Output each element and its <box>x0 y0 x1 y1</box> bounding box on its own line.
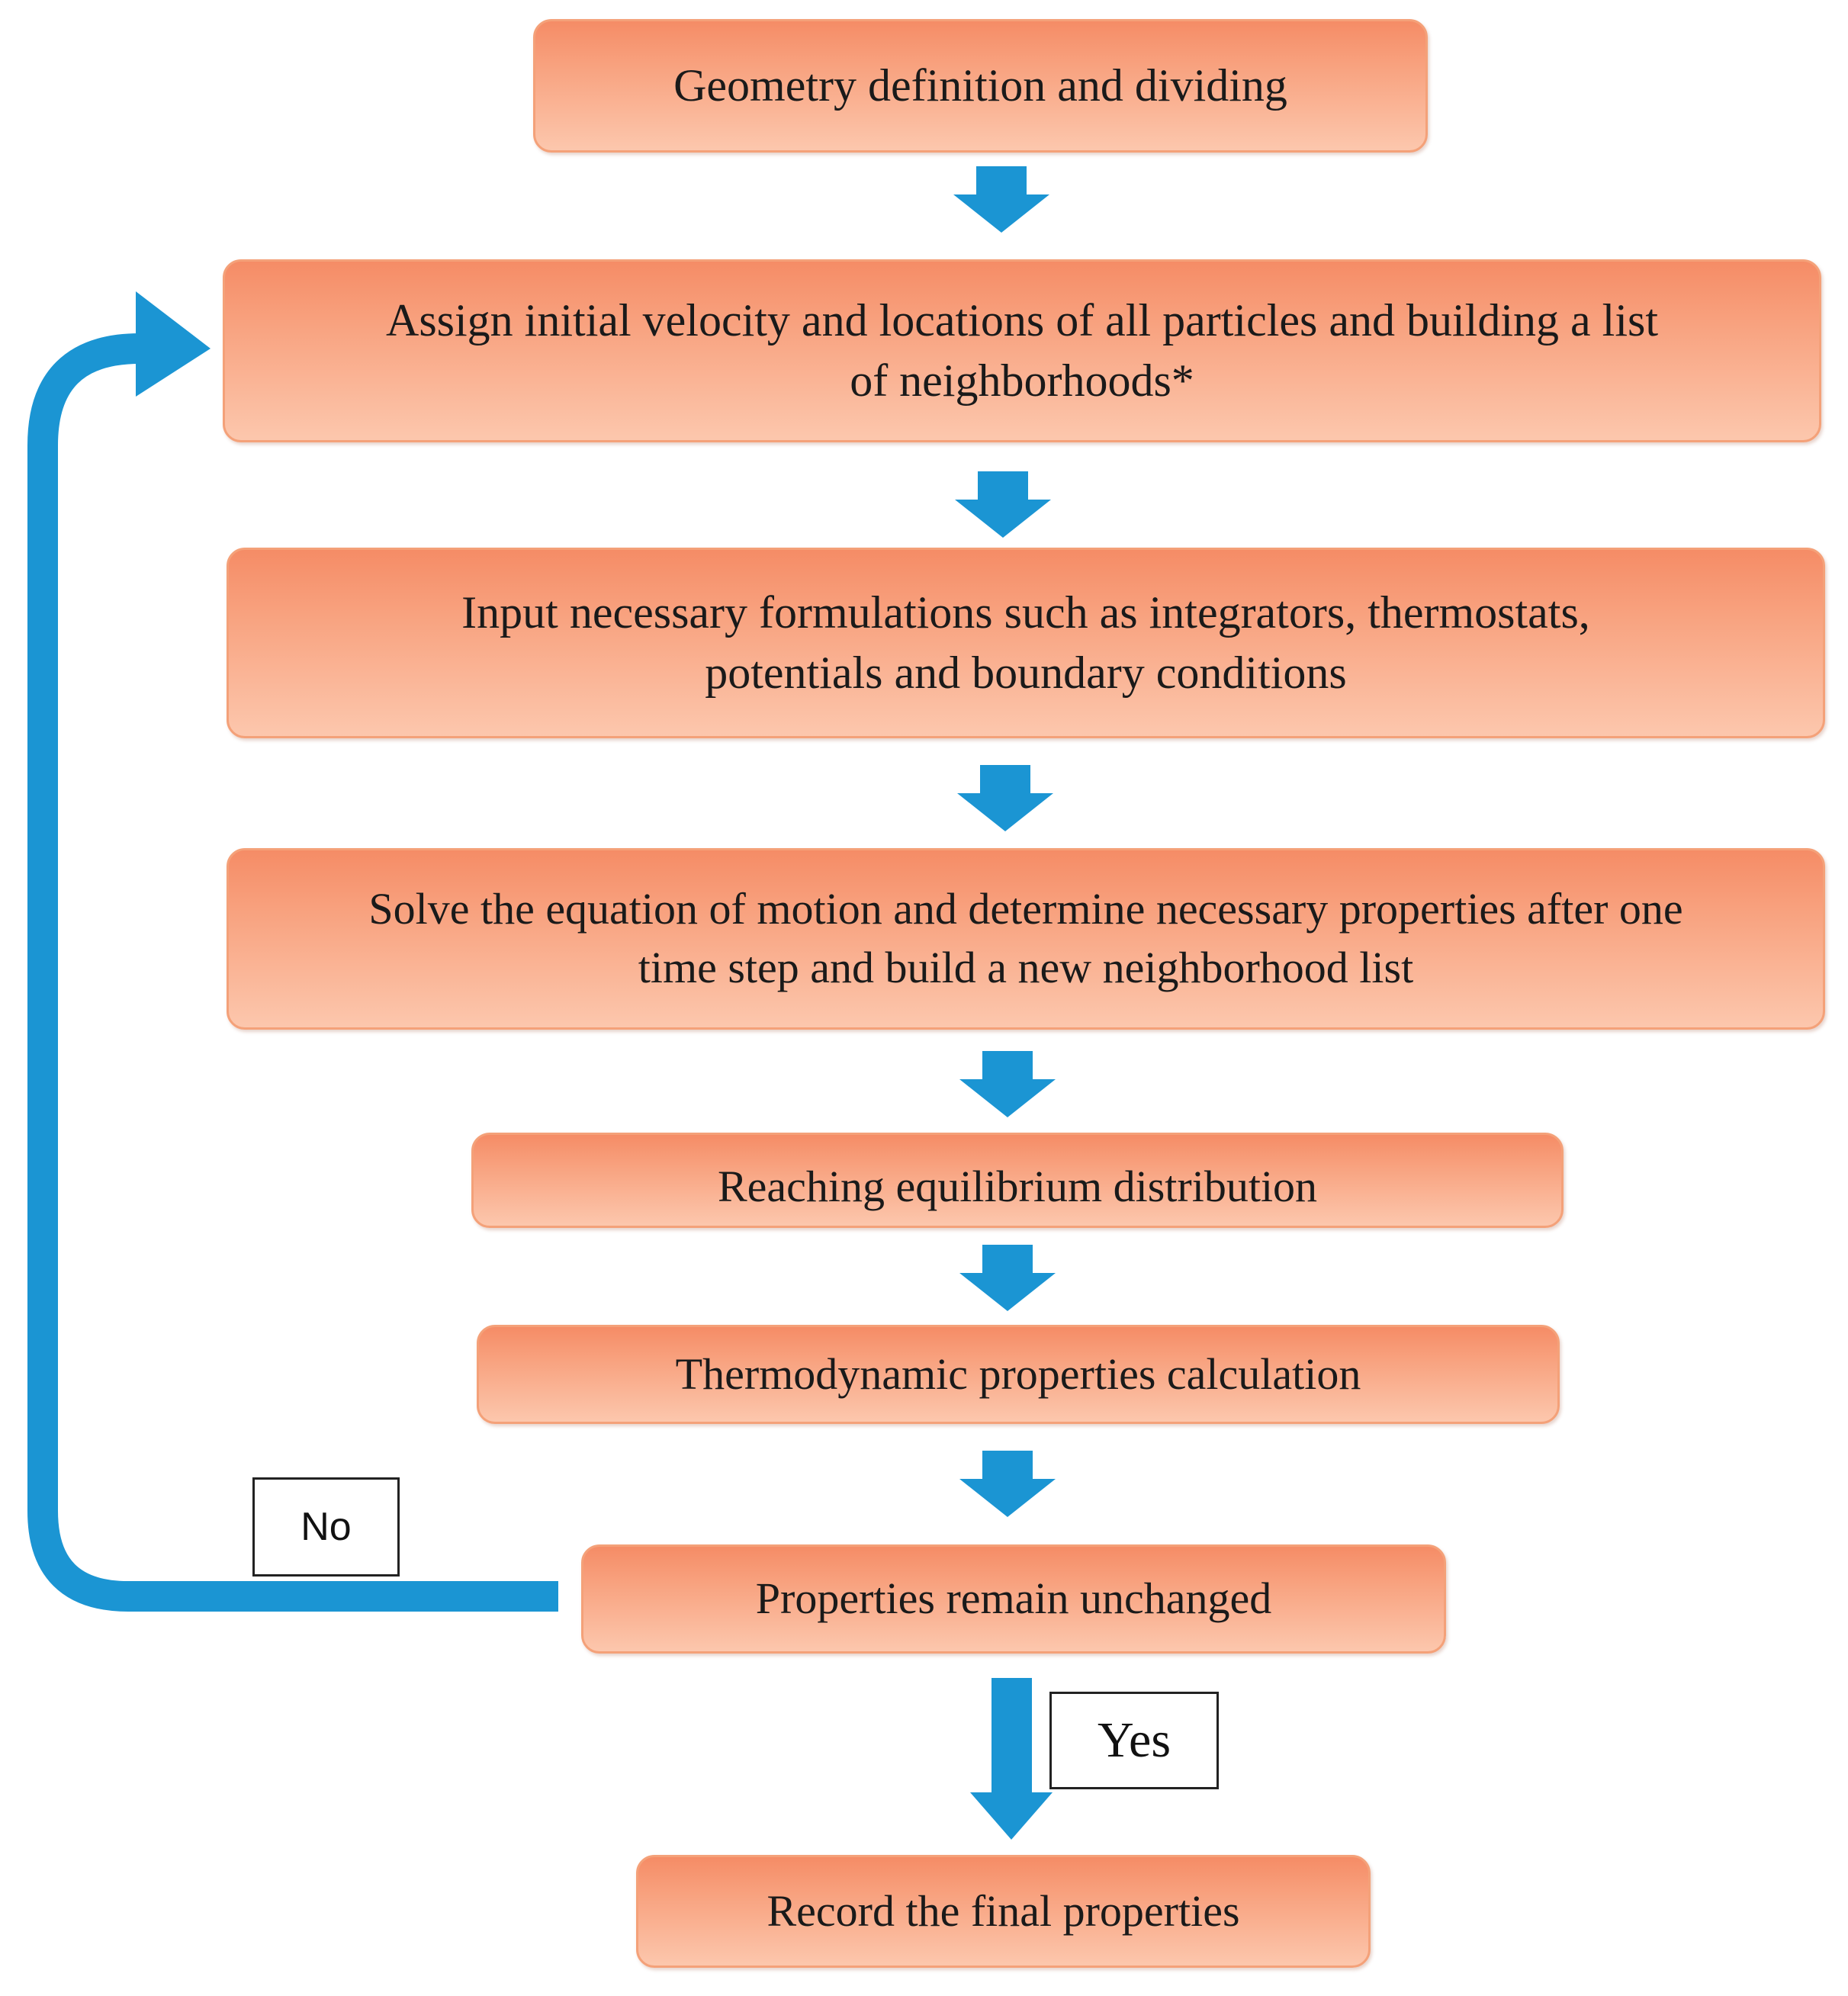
step-assign-line-1: Assign initial velocity and locations of… <box>385 294 1659 346</box>
step-thermo-text: Thermodynamic properties calculation <box>675 1348 1361 1399</box>
arrow-down-icon <box>959 1451 1056 1517</box>
step-solve-equation: Solve the equation of motion and determi… <box>227 848 1825 1030</box>
step-assign-line-2: of neighborhoods* <box>850 355 1194 406</box>
step-unchanged-text: Properties remain unchanged <box>755 1573 1272 1624</box>
no-label-text: No <box>301 1505 352 1549</box>
step-input-line-2: potentials and boundary conditions <box>705 648 1347 698</box>
step-input-formulations: Input necessary formulations such as int… <box>227 548 1825 738</box>
step-equilibrium-text: Reaching equilibrium distribution <box>717 1162 1318 1212</box>
yes-label-text: Yes <box>1097 1712 1171 1768</box>
step-properties-unchanged: Properties remain unchanged <box>581 1544 1446 1654</box>
step-geometry-text: Geometry definition and dividing <box>673 59 1287 111</box>
yes-arrow-down-icon <box>970 1678 1053 1840</box>
step-assign-initial-velocity: Assign initial velocity and locations of… <box>223 259 1821 442</box>
step-solve-line-1: Solve the equation of motion and determi… <box>368 884 1683 934</box>
arrow-down-icon <box>953 166 1049 233</box>
arrow-down-icon <box>959 1051 1056 1117</box>
step-geometry-definition: Geometry definition and dividing <box>533 19 1428 153</box>
step-record-text: Record the final properties <box>767 1885 1240 1936</box>
arrow-down-icon <box>959 1245 1056 1311</box>
step-reaching-equilibrium: Reaching equilibrium distribution <box>471 1133 1564 1228</box>
step-solve-line-2: time step and build a new neighborhood l… <box>638 943 1414 992</box>
step-record-final: Record the final properties <box>636 1855 1371 1968</box>
arrow-down-icon <box>955 471 1051 538</box>
step-thermodynamic-calculation: Thermodynamic properties calculation <box>477 1325 1560 1424</box>
yes-label: Yes <box>1049 1692 1219 1789</box>
no-label: No <box>252 1477 400 1577</box>
step-input-line-1: Input necessary formulations such as int… <box>461 587 1590 638</box>
arrow-down-icon <box>957 765 1053 831</box>
